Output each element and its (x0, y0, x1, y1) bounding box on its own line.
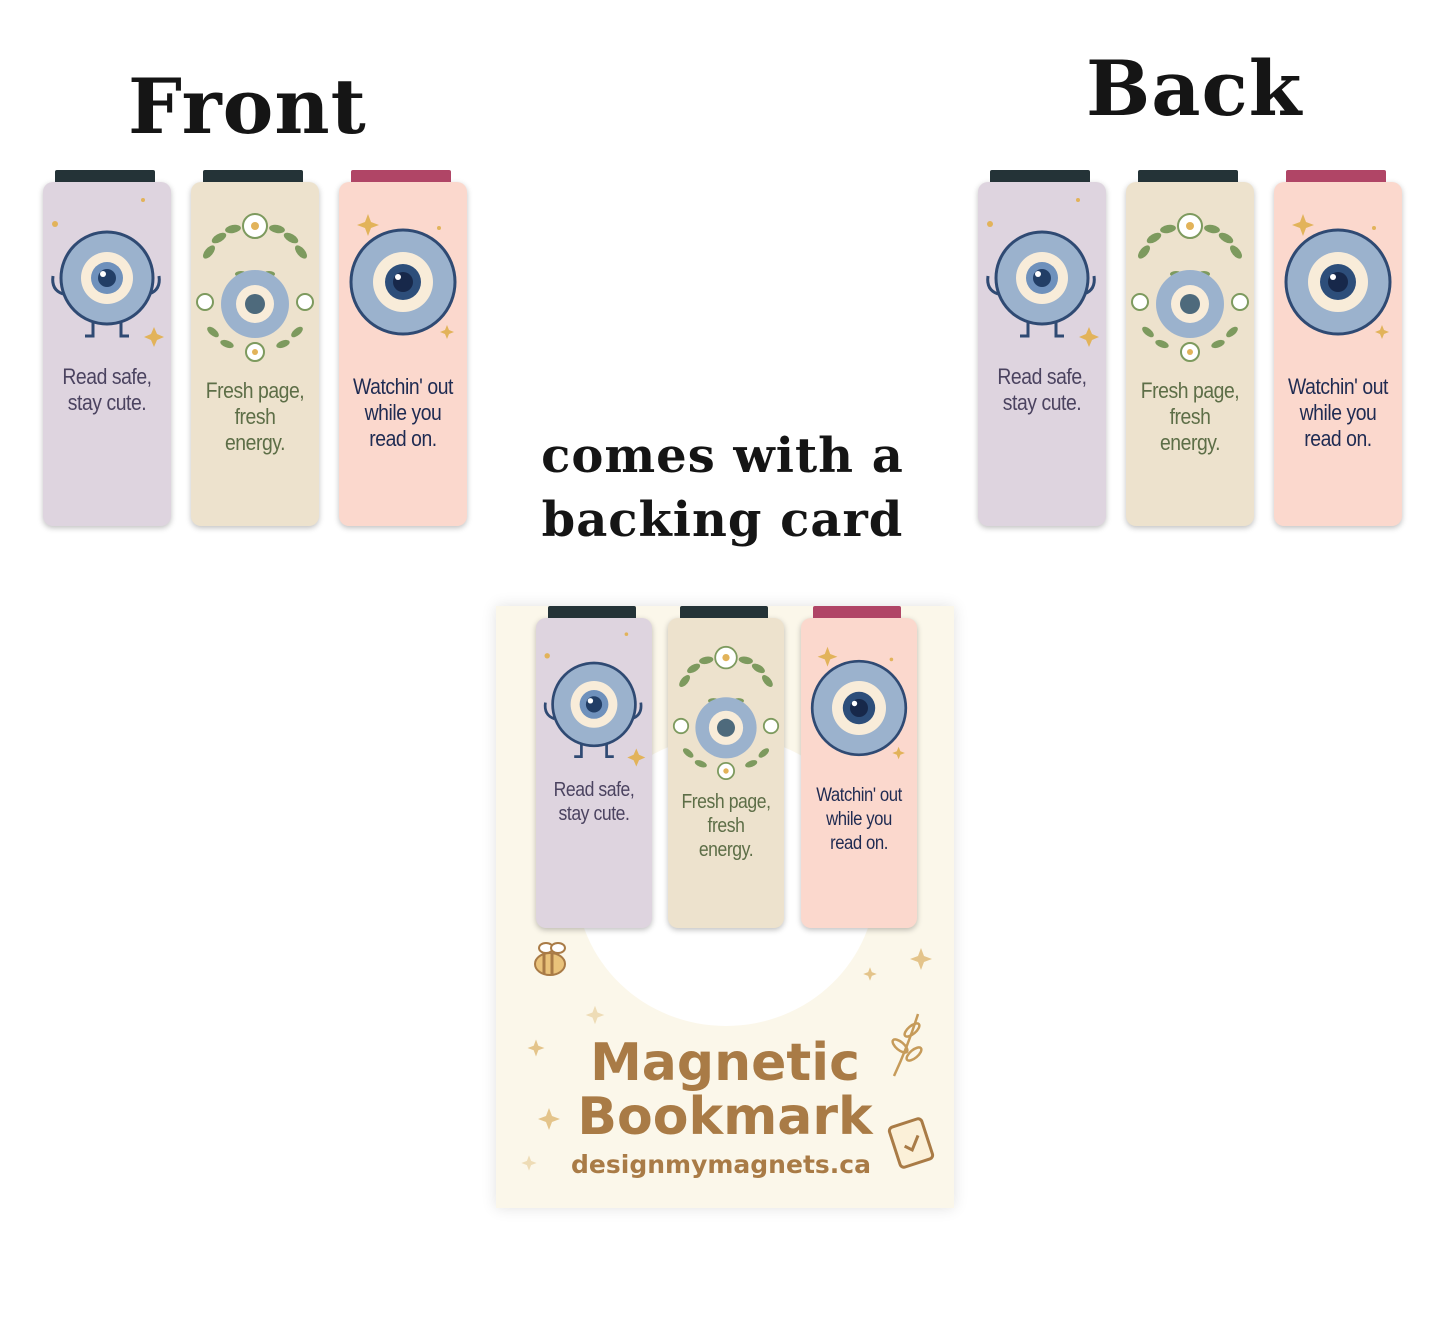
bookmark-tab (680, 606, 768, 618)
eye-character-icon (978, 182, 1106, 382)
bookmark-tab (55, 170, 155, 182)
bee-icon (534, 942, 566, 976)
floral-eye-icon (191, 182, 319, 382)
front-heading: Front (128, 62, 367, 151)
sparkle-icon (538, 1108, 560, 1130)
sparkle-icon (521, 1155, 537, 1171)
backing-card-url: designmymagnets.ca (571, 1150, 871, 1179)
backing-card-heading-line2: backing card (541, 492, 904, 548)
sparkle-icon (527, 1039, 545, 1057)
evil-eye-icon (1274, 182, 1402, 382)
backing-card-heading-line1: comes with a (541, 428, 904, 484)
floral-eye-icon (1126, 182, 1254, 382)
bookmark-read-safe: Read safe,stay cute. (43, 170, 171, 526)
backing-card-title: Magnetic Bookmark (577, 1033, 873, 1147)
leaf-sprig-icon (891, 1013, 923, 1077)
eye-character-icon (43, 182, 171, 382)
book-check-icon (887, 1117, 935, 1169)
bookmark-tab (1286, 170, 1386, 182)
bookmark-tab (1138, 170, 1238, 182)
bookmark-tab (203, 170, 303, 182)
bookmark-quote: Read safe,stay cute. (62, 364, 152, 415)
bookmark-read-safe: Read safe,stay cute. (536, 606, 652, 928)
eye-character-icon (536, 618, 652, 798)
backing-card-heading: comes with a backing card (0, 424, 1445, 552)
sparkle-icon (910, 948, 932, 970)
bookmark-quote: Read safe,stay cute. (997, 364, 1087, 415)
bookmark-read-safe: Read safe,stay cute. (978, 170, 1106, 526)
evil-eye-icon (339, 182, 467, 382)
bookmark-tab (990, 170, 1090, 182)
bookmark-quote: Read safe,stay cute. (553, 779, 635, 825)
evil-eye-icon (801, 618, 917, 798)
sparkle-icon (863, 967, 877, 981)
bookmark-tab (813, 606, 901, 618)
back-heading: Back (1086, 44, 1303, 133)
bookmark-tab (351, 170, 451, 182)
sparkle-icon (585, 1005, 605, 1025)
bookmark-tab (548, 606, 636, 618)
floral-eye-icon (668, 618, 784, 798)
